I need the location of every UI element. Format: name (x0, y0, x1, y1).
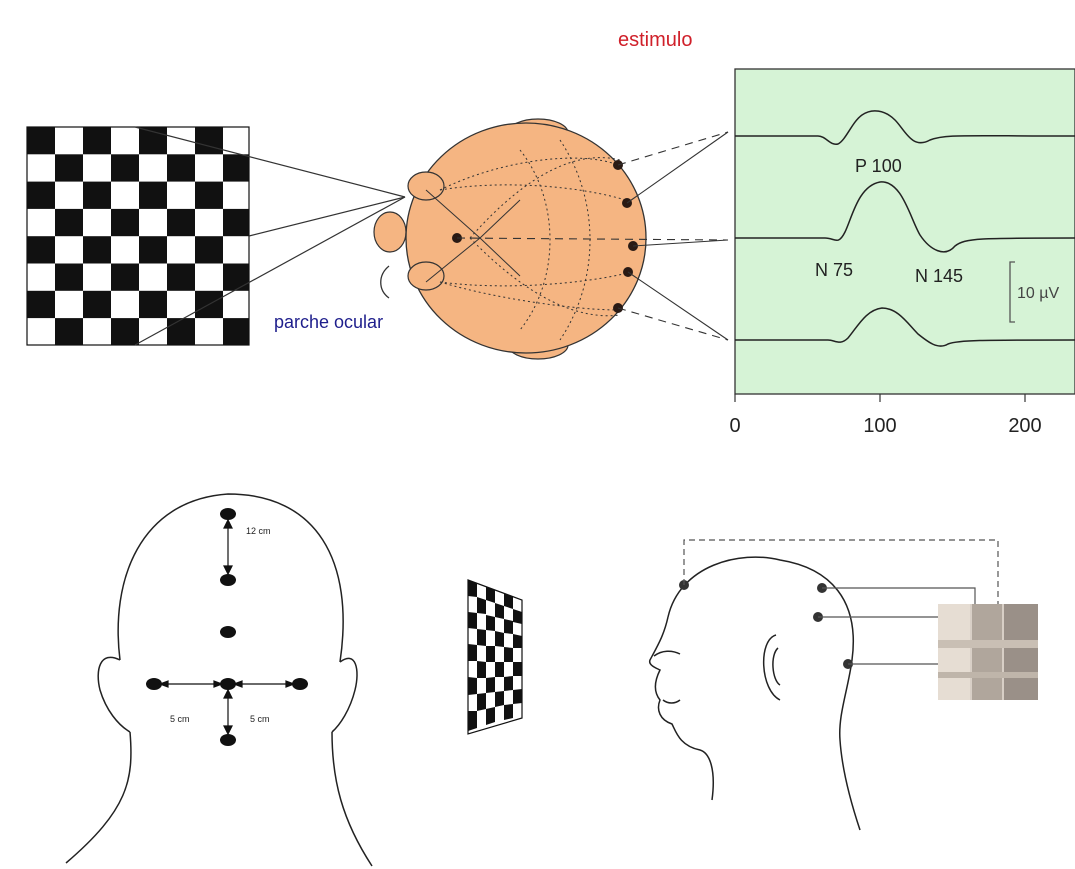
scale-bar (1009, 261, 1015, 323)
electrode-leads (683, 539, 999, 665)
scale-bar-label: 10 µV (1017, 285, 1059, 302)
vep-plot (734, 68, 1075, 402)
x-tick-200: 200 (1008, 415, 1041, 437)
p100-label: P 100 (855, 156, 902, 176)
head-top-view (373, 118, 647, 360)
distance-arrows (158, 518, 296, 736)
x-tick-100: 100 (863, 415, 896, 437)
n75-label: N 75 (815, 260, 853, 280)
head-side-view (648, 556, 861, 831)
trace-1 (735, 110, 1075, 145)
checkerboard-stimulus (26, 126, 250, 346)
checkerboard-screen (467, 579, 523, 735)
electrode-to-trace-lines (456, 131, 729, 341)
recording-amplifier (938, 604, 1038, 700)
head-back-view (65, 493, 373, 867)
visual-projection-lines (134, 126, 406, 346)
trace-2 (735, 181, 1075, 253)
electrode-dots-side (679, 580, 853, 669)
n145-label: N 145 (915, 266, 963, 286)
eye-patch-label: parche ocular (274, 312, 383, 332)
electrode-dots-back (146, 508, 308, 746)
left-distance-label: 5 cm (170, 714, 190, 724)
right-distance-label: 5 cm (250, 714, 270, 724)
trace-3 (735, 307, 1075, 347)
x-tick-0: 0 (729, 415, 740, 437)
stimulus-label: estimulo (618, 29, 692, 51)
vertical-distance-label: 12 cm (246, 526, 271, 536)
